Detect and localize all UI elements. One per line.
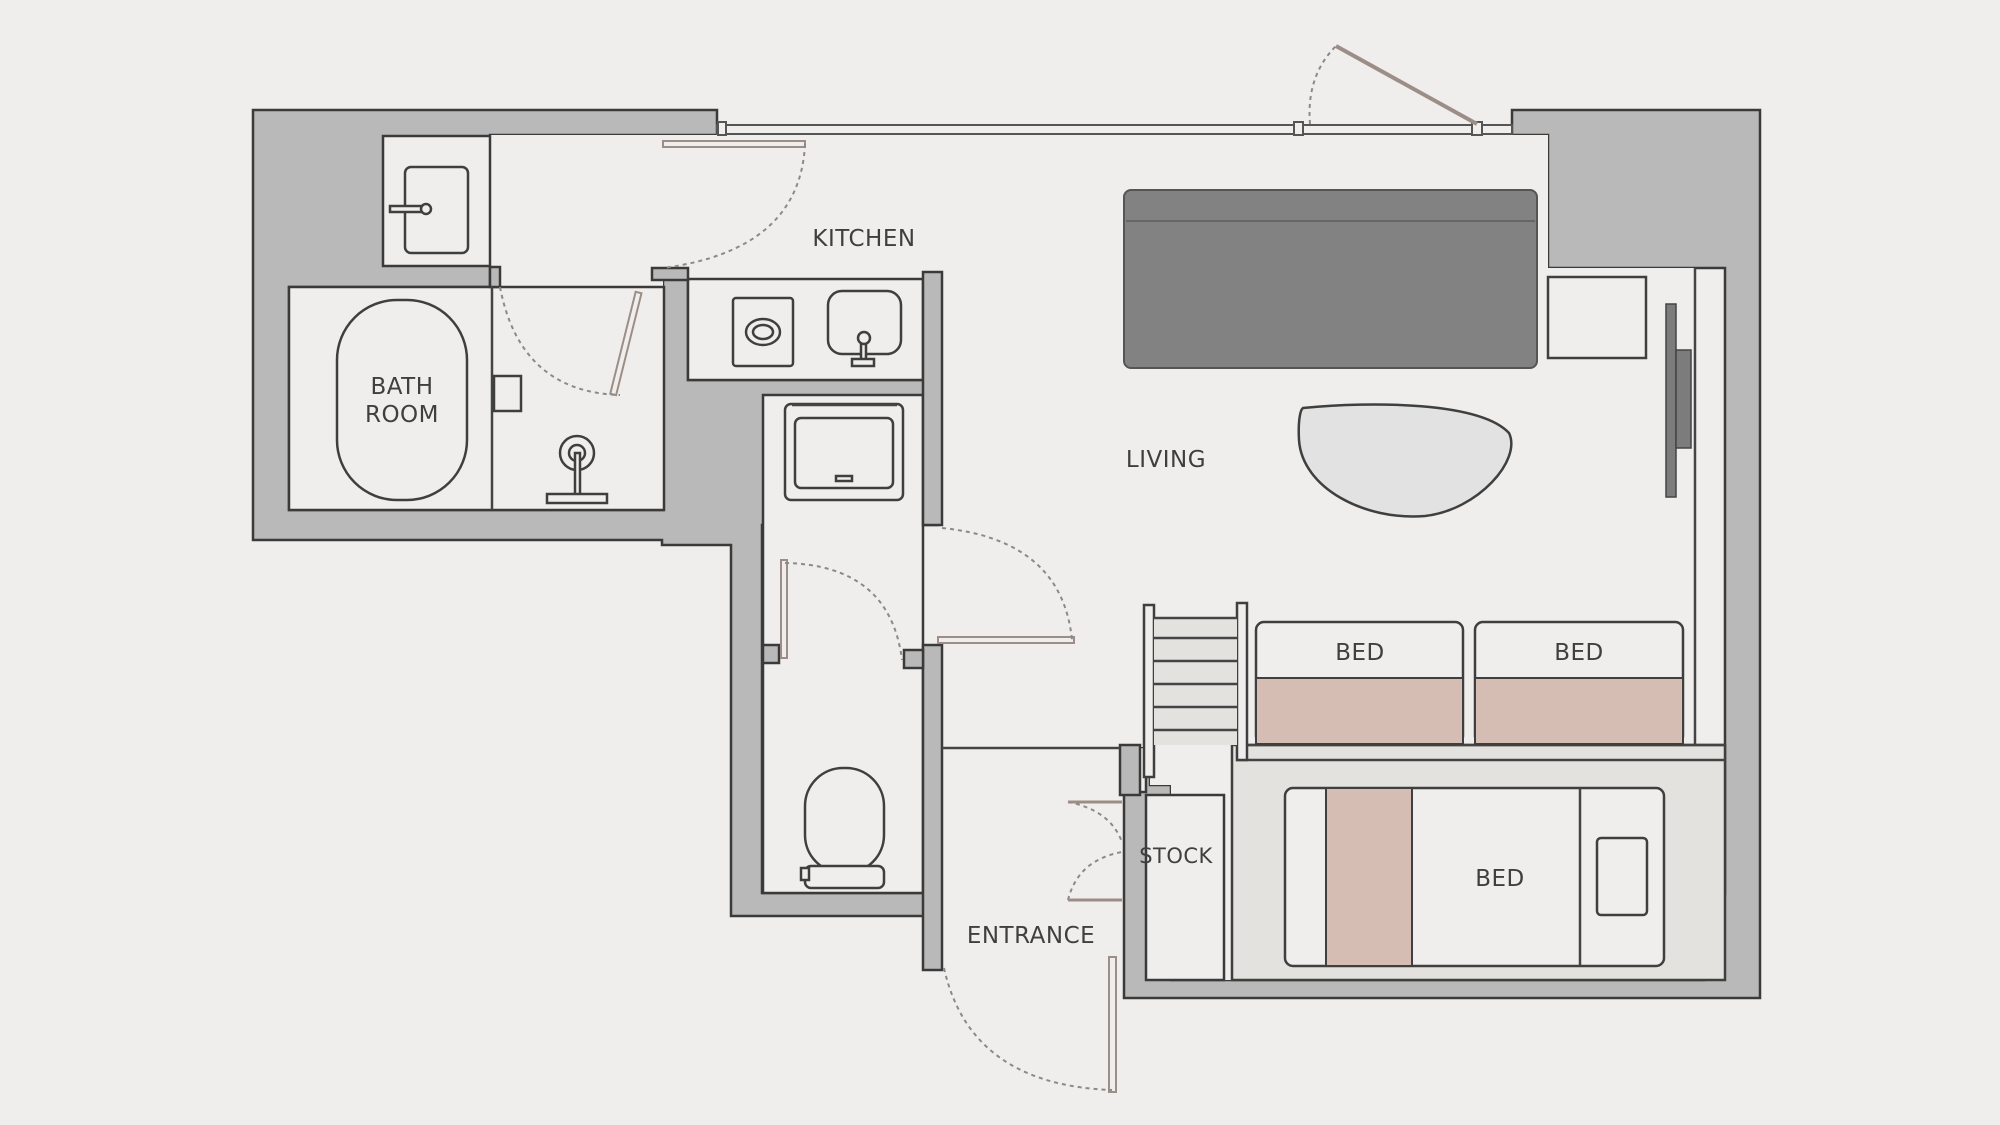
- kitchen-fixtures: [731, 289, 903, 368]
- bath-shelf: [492, 374, 523, 413]
- coffee-table: [1297, 403, 1513, 518]
- room-labels: KITCHEN BATH ROOM LIVING STOCK ENTRANCE …: [365, 226, 1604, 949]
- entrance-label: ENTRANCE: [967, 923, 1095, 949]
- bed-label-upper-right: BED: [1554, 640, 1604, 666]
- living-label: LIVING: [1126, 447, 1206, 473]
- doors: [499, 140, 1123, 1093]
- living-furniture: [1123, 189, 1692, 518]
- bathroom-label-line2: ROOM: [365, 402, 439, 428]
- beds: [1254, 620, 1685, 968]
- stock-label: STOCK: [1139, 844, 1213, 868]
- bathroom-fixtures: [335, 165, 609, 505]
- interior-walls: [488, 265, 1725, 972]
- bathroom-label-line1: BATH: [370, 374, 433, 400]
- tv: [1665, 303, 1677, 498]
- bed-label-upper-left: BED: [1335, 640, 1385, 666]
- bed-lower: [1283, 786, 1666, 968]
- bed-upper-right: [1473, 620, 1685, 746]
- kitchen-label: KITCHEN: [812, 226, 915, 252]
- bed-upper-left: [1254, 620, 1465, 746]
- toilet-bowl: [803, 766, 886, 875]
- bathtub: [335, 298, 469, 502]
- sofa: [1123, 189, 1538, 369]
- ladder: [1154, 616, 1237, 745]
- exterior-window: [716, 44, 1513, 136]
- pillow: [1595, 836, 1649, 917]
- bed-label-lower: BED: [1475, 866, 1525, 892]
- toilet-fixtures: [783, 402, 905, 890]
